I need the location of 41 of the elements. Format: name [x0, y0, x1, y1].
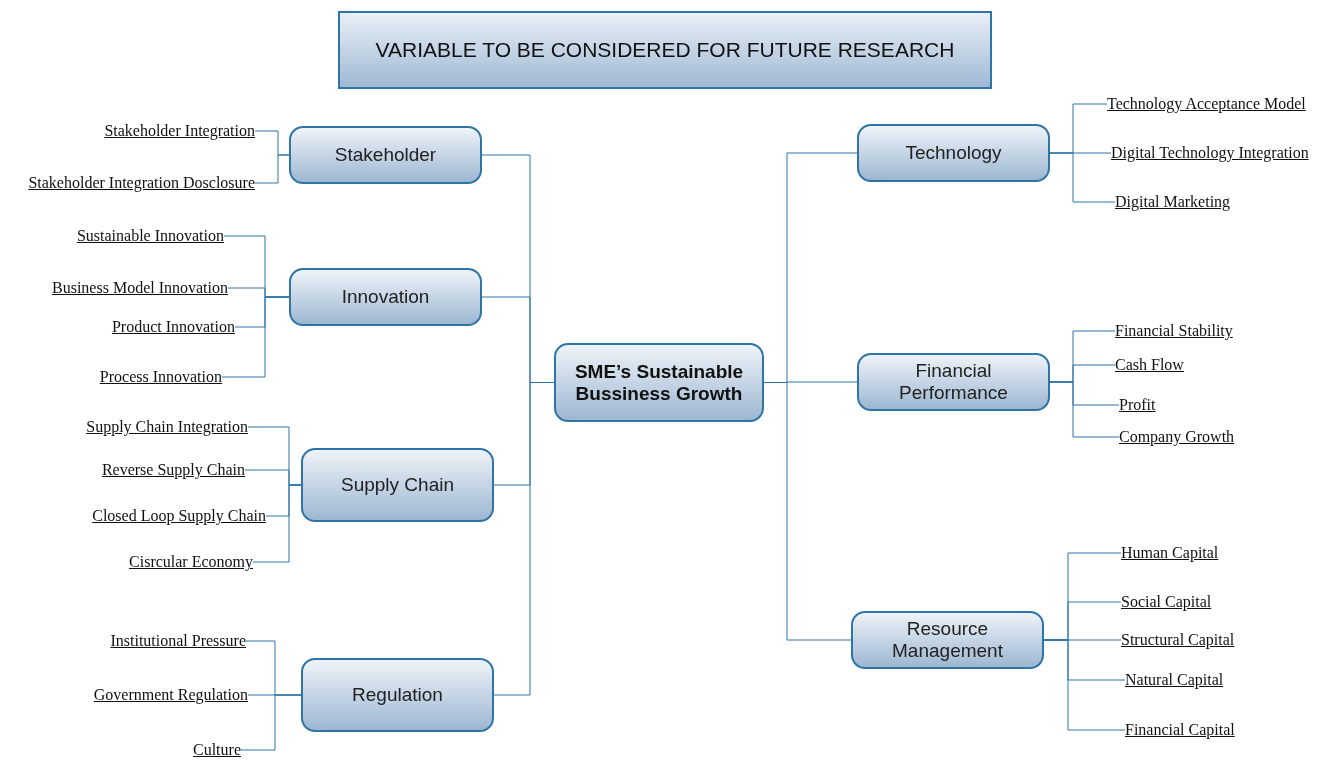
variable-label: Profit: [1119, 396, 1156, 414]
category-box: Regulation: [301, 658, 494, 732]
variable-label: Business Model Innovation: [52, 279, 228, 297]
connector-line: [254, 154, 290, 184]
variable-label: Stakeholder Integration Dosclosure: [28, 174, 255, 192]
variable-label: Cisrcular Economy: [129, 553, 253, 571]
category-box: Innovation: [289, 268, 482, 326]
variable-label: Institutional Pressure: [110, 632, 246, 650]
connector-line: [252, 484, 302, 563]
variable-label: Digital Marketing: [1115, 193, 1231, 211]
connector-line: [1043, 639, 1126, 731]
variable-label: Natural Capital: [1125, 671, 1224, 689]
variable-label: Government Regulation: [93, 686, 248, 704]
connector-line: [1049, 152, 1116, 203]
variable-label: Supply Chain Integration: [86, 418, 248, 436]
category-box: Financial Performance: [857, 353, 1050, 411]
variable-label: Closed Loop Supply Chain: [92, 507, 266, 525]
variable-label: Reverse Supply Chain: [101, 461, 245, 479]
variable-label: Culture: [193, 741, 241, 759]
variable-label: Technology Acceptance Model: [1107, 95, 1306, 113]
variable-label: Digital Technology Integration: [1111, 144, 1309, 162]
variable-label: Product Innovation: [111, 318, 235, 336]
category-box: Supply Chain: [301, 448, 494, 522]
category-box: Technology: [857, 124, 1050, 182]
central-topic-box: SME’s Sustainable Bussiness Growth: [554, 343, 764, 422]
variable-label: Sustainable Innovation: [76, 227, 224, 245]
variable-label: Financial Stability: [1115, 322, 1233, 340]
variable-label: Financial Capital: [1125, 721, 1235, 739]
connector-line: [221, 296, 290, 378]
variable-label: Process Innovation: [99, 368, 222, 386]
category-box: Resource Management: [851, 611, 1044, 669]
variable-label: Human Capital: [1121, 544, 1219, 562]
category-box: Stakeholder: [289, 126, 482, 184]
variable-label: Cash Flow: [1115, 356, 1184, 374]
connector-line: [1049, 381, 1120, 438]
connector-line: [240, 694, 302, 751]
variable-label: Stakeholder Integration: [104, 122, 255, 140]
variable-label: Company Growth: [1119, 428, 1235, 446]
variable-label: Structural Capital: [1121, 631, 1235, 649]
variable-label: Social Capital: [1121, 593, 1212, 611]
title-box: VARIABLE TO BE CONSIDERED FOR FUTURE RESEARCH: [338, 11, 992, 89]
